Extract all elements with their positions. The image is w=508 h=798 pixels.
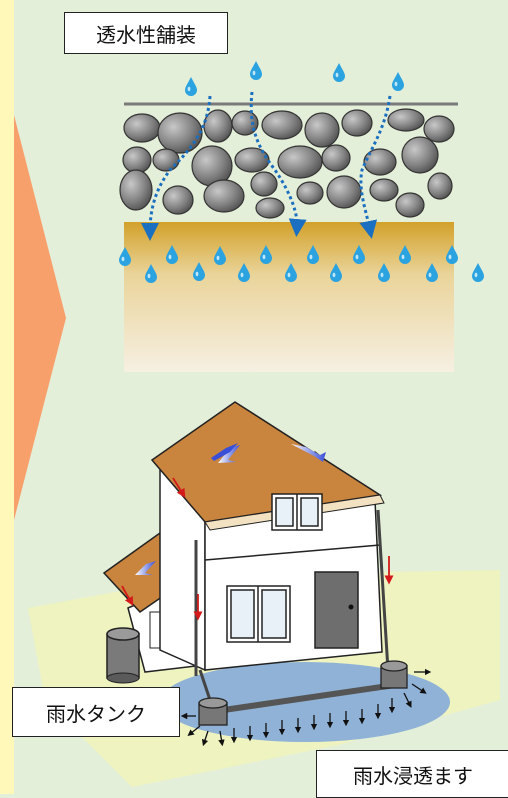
infiltration-basin-left [199,698,227,725]
upper-window [272,494,322,530]
soil-layer [124,222,454,372]
flow-arrow [14,115,66,520]
infiltration-basin-right [381,661,407,688]
stone-layer [120,109,454,218]
rain-tank-label: 雨水タンク [12,687,180,737]
lower-window [227,586,290,642]
front-door [315,572,358,648]
rain-tank [107,628,139,683]
infiltration-basin-label: 雨水浸透ます [316,750,508,798]
rain-drops-above [185,61,404,96]
permeable-pavement-label: 透水性舗装 [64,12,228,54]
